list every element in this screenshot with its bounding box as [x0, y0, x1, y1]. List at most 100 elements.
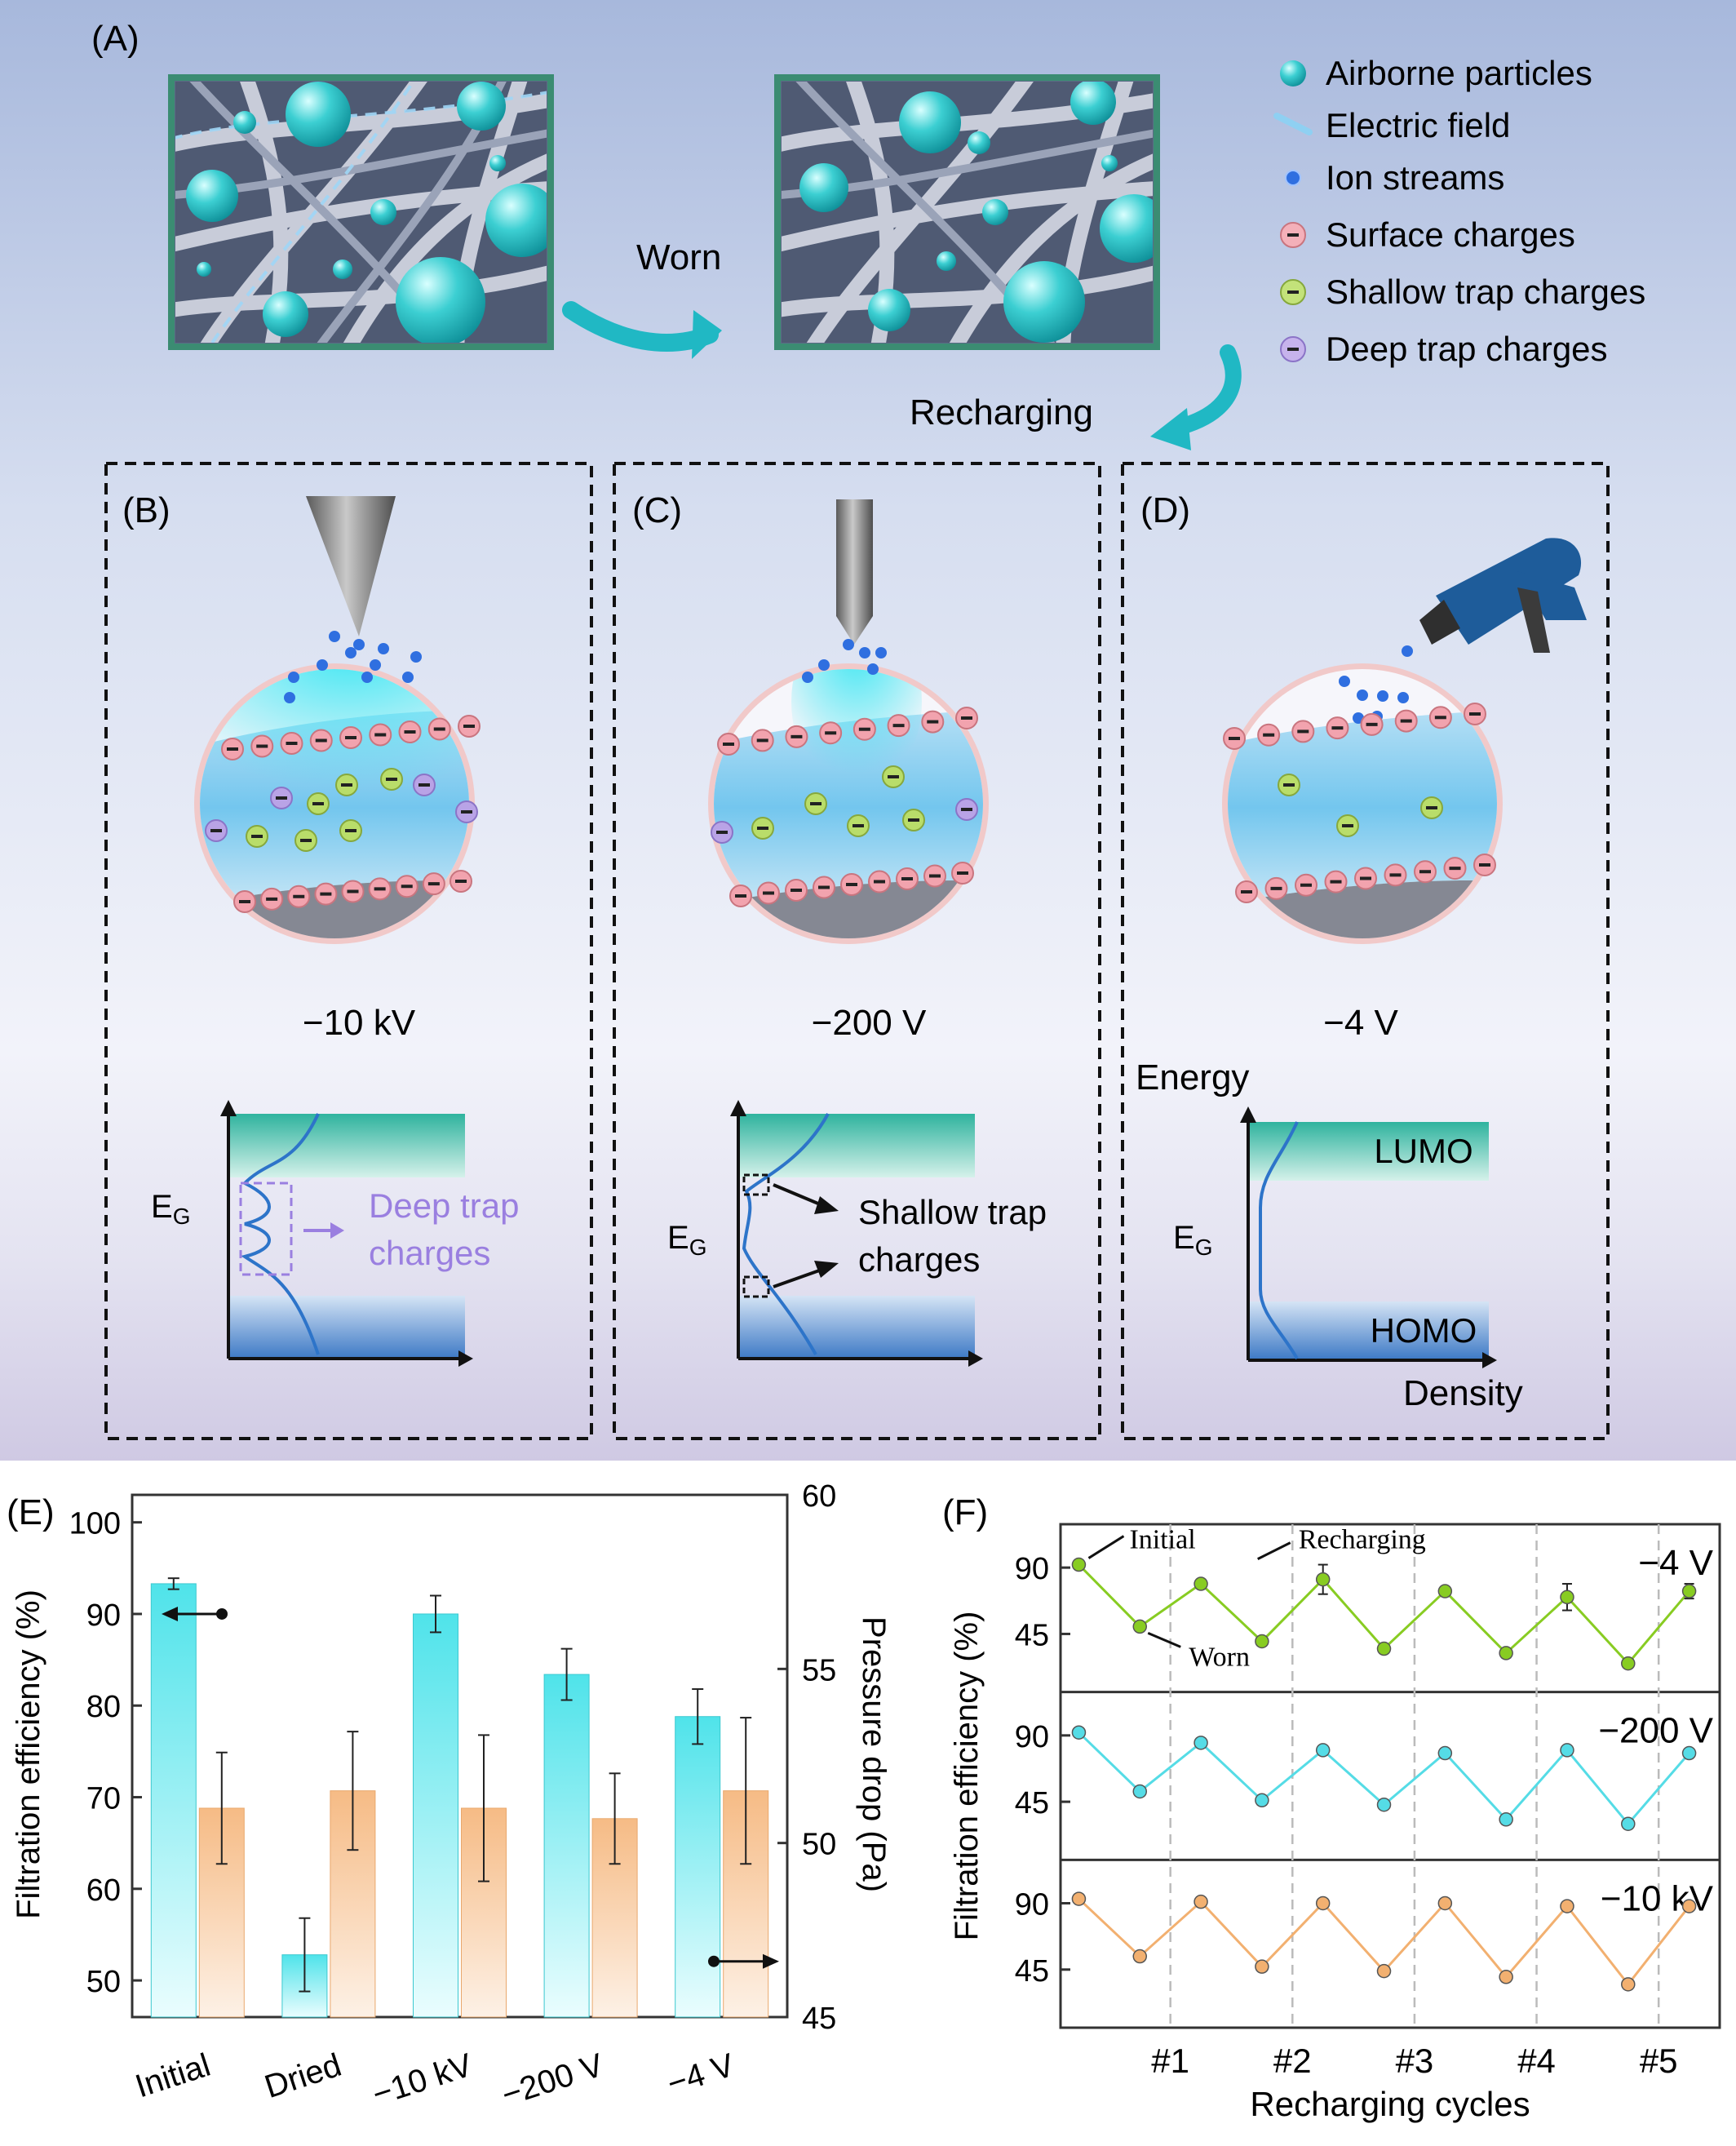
surface-charge	[1360, 712, 1384, 736]
cycle-label: #1	[1151, 2042, 1189, 2080]
data-point	[1132, 1949, 1148, 1964]
shallow-trap-charge	[246, 825, 268, 848]
electric-field-icon	[1273, 113, 1313, 135]
deep-charge-icon	[1280, 336, 1306, 362]
eg-label-b: EG	[151, 1189, 190, 1229]
surface-charge	[422, 872, 445, 896]
deep-trap-charge	[455, 800, 478, 823]
surface-charge	[427, 717, 451, 741]
data-point	[1255, 1959, 1269, 1974]
annotation-initial: Initial	[1129, 1525, 1195, 1555]
bar-filtration	[675, 1716, 721, 2018]
shallow-trap-charge	[335, 774, 358, 796]
surface-charge	[896, 867, 919, 890]
annotation-worn: Worn	[1189, 1642, 1250, 1672]
spray-gun-icon	[1419, 538, 1587, 653]
zoom-circle-d	[1222, 663, 1503, 944]
band-diagram-c	[730, 1100, 983, 1367]
legend-label: Ion streams	[1326, 158, 1504, 197]
surface-charge	[1223, 727, 1246, 750]
data-point	[1681, 1745, 1697, 1761]
error-bar	[560, 1647, 573, 1701]
surface-charge	[852, 717, 876, 741]
legend-label: Surface charges	[1326, 215, 1575, 254]
surface-charge	[369, 723, 392, 747]
surface-charge	[280, 732, 303, 755]
data-point	[1681, 1584, 1697, 1598]
bar-filtration	[150, 1583, 197, 2018]
trap-charges-b	[205, 768, 478, 852]
surface-charge	[717, 733, 740, 756]
ion-icon	[1285, 170, 1301, 186]
needle-c	[836, 499, 873, 645]
surface-charges-c	[717, 707, 978, 907]
bar-filtration	[413, 1613, 458, 2018]
data-point	[1499, 1812, 1513, 1827]
surface-charge	[813, 876, 835, 899]
annotation-recharging: Recharging	[1299, 1525, 1426, 1555]
legend-label: Airborne particles	[1326, 54, 1592, 92]
deep-trap-note-2: charges	[369, 1234, 490, 1272]
band-diagram-b	[220, 1100, 473, 1367]
surface-charge-icon	[1280, 222, 1306, 248]
legend-label: Deep trap charges	[1326, 330, 1608, 368]
x-axis-label: Recharging cycles	[1250, 2085, 1530, 2123]
y-tick-label: 45	[1015, 1954, 1049, 1989]
surface-charge	[314, 882, 338, 906]
plot-frame	[1059, 1523, 1721, 2029]
error-bar	[347, 1731, 359, 1851]
panel-label-a: (A)	[91, 19, 140, 59]
surface-charge	[1428, 706, 1452, 729]
y-axis-label: Filtration efficiency (%)	[11, 1590, 46, 1919]
recharging-arrow	[1167, 344, 1242, 437]
surface-charge	[785, 725, 808, 748]
data-point	[1255, 1793, 1269, 1808]
data-point	[1194, 1576, 1208, 1591]
surface-charge	[287, 885, 311, 908]
particle-icon	[1280, 60, 1306, 86]
error-bar	[692, 1688, 704, 1745]
shallow-trap-charge	[1420, 796, 1443, 819]
shallow-trap-charge	[882, 765, 905, 788]
data-point	[1376, 1641, 1392, 1656]
surface-charge	[921, 710, 945, 734]
surface-charge	[1473, 854, 1496, 876]
surface-charge	[1354, 867, 1377, 890]
deep-trap-charge	[711, 821, 733, 844]
data-point	[1499, 1970, 1513, 1984]
right-axis-indicator-arrow	[708, 1953, 779, 1969]
legend-label: Shallow trap charges	[1326, 273, 1645, 311]
density-label: Density	[1403, 1373, 1523, 1413]
data-point	[1681, 1899, 1697, 1913]
left-axis-indicator-arrow	[162, 1606, 228, 1621]
x-tick-label: Initial	[131, 2047, 215, 2105]
data-point	[1132, 1784, 1148, 1799]
surface-charge	[1414, 860, 1437, 884]
filter-image-worn	[774, 74, 1160, 350]
surface-charge	[339, 726, 362, 749]
corona-needle-b	[306, 496, 396, 636]
surface-charge	[1295, 873, 1318, 897]
legend-label: Electric field	[1326, 106, 1510, 144]
zoom-circle-b	[194, 663, 475, 944]
data-point	[1194, 1894, 1208, 1909]
y2-tick-label: 45	[802, 2002, 836, 2036]
panel-label-b: (B)	[122, 490, 170, 530]
surface-charge	[1291, 720, 1315, 743]
data-point	[1621, 1977, 1636, 1992]
surface-charge	[819, 721, 843, 745]
surface-charge	[751, 729, 774, 752]
y-axis-label: Filtration efficiency (%)	[949, 1612, 985, 1941]
shallow-trap-charge	[847, 814, 870, 837]
series-label: −4 V	[1638, 1543, 1713, 1583]
data-point	[1437, 1584, 1453, 1598]
y-tick-label: 100	[69, 1507, 121, 1541]
surface-charge	[1257, 723, 1281, 747]
error-bar	[299, 1917, 311, 1993]
surface-charge	[458, 715, 480, 738]
surface-charge	[398, 721, 422, 743]
surface-charge	[1324, 870, 1348, 893]
surface-charge	[1235, 880, 1258, 903]
shallow-trap-note-1: Shallow trap	[858, 1193, 1047, 1231]
data-point	[1194, 1736, 1208, 1750]
